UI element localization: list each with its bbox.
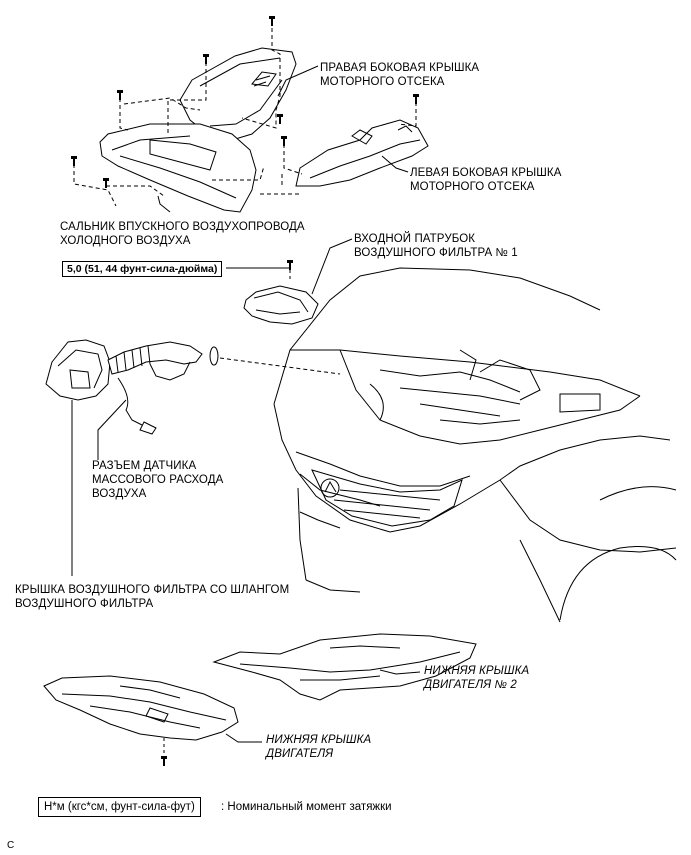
install-guide-lines (73, 28, 417, 207)
label-lower-cover-2: НИЖНЯЯ КРЫШКА ДВИГАТЕЛЯ № 2 (424, 665, 530, 691)
torque-legend-unit: Н*м (кгс*см, фунт-сила-фут) (38, 797, 201, 817)
label-lower-cover: НИЖНЯЯ КРЫШКА ДВИГАТЕЛЯ (266, 734, 372, 760)
label-filter-cover: КРЫШКА ВОЗДУШНОГО ФИЛЬТРА СО ШЛАНГОМ ВОЗ… (15, 584, 290, 610)
figure-mark: C (7, 840, 15, 851)
air-filter-cover-part (45, 339, 219, 435)
left-side-cover-part (295, 119, 429, 187)
label-left-side-cover: ЛЕВАЯ БОКОВАЯ КРЫШКА МОТОРНОГО ОТСЕКА (410, 167, 562, 193)
filter-install-dash (219, 357, 341, 375)
car-front-illustration (273, 267, 677, 623)
label-maf-connector: РАЗЪЕМ ДАТЧИКА МАССОВОГО РАСХОДА ВОЗДУХА (92, 460, 224, 500)
engine-under-cover-2-part (212, 633, 477, 701)
label-right-side-cover: ПРАВАЯ БОКОВАЯ КРЫШКА МОТОРНОГО ОТСЕКА (320, 62, 480, 88)
label-inlet-pipe: ВХОДНОЙ ПАТРУБОК ВОЗДУШНОГО ФИЛЬТРА № 1 (354, 233, 518, 259)
air-cleaner-inlet-part (243, 285, 319, 325)
leader-lines (71, 65, 421, 743)
torque-spec-box: 5,0 (51, 44 фунт-сила-дюйма) (62, 261, 223, 277)
cold-air-intake-seal-part (99, 123, 257, 213)
label-intake-seal: САЛЬНИК ВПУСКНОГО ВОЗДУХОПРОВОДА ХОЛОДНО… (60, 221, 305, 247)
engine-under-cover-part (43, 675, 239, 741)
right-side-cover-part (179, 47, 297, 141)
torque-legend-text: : Номинальный момент затяжки (221, 801, 392, 813)
